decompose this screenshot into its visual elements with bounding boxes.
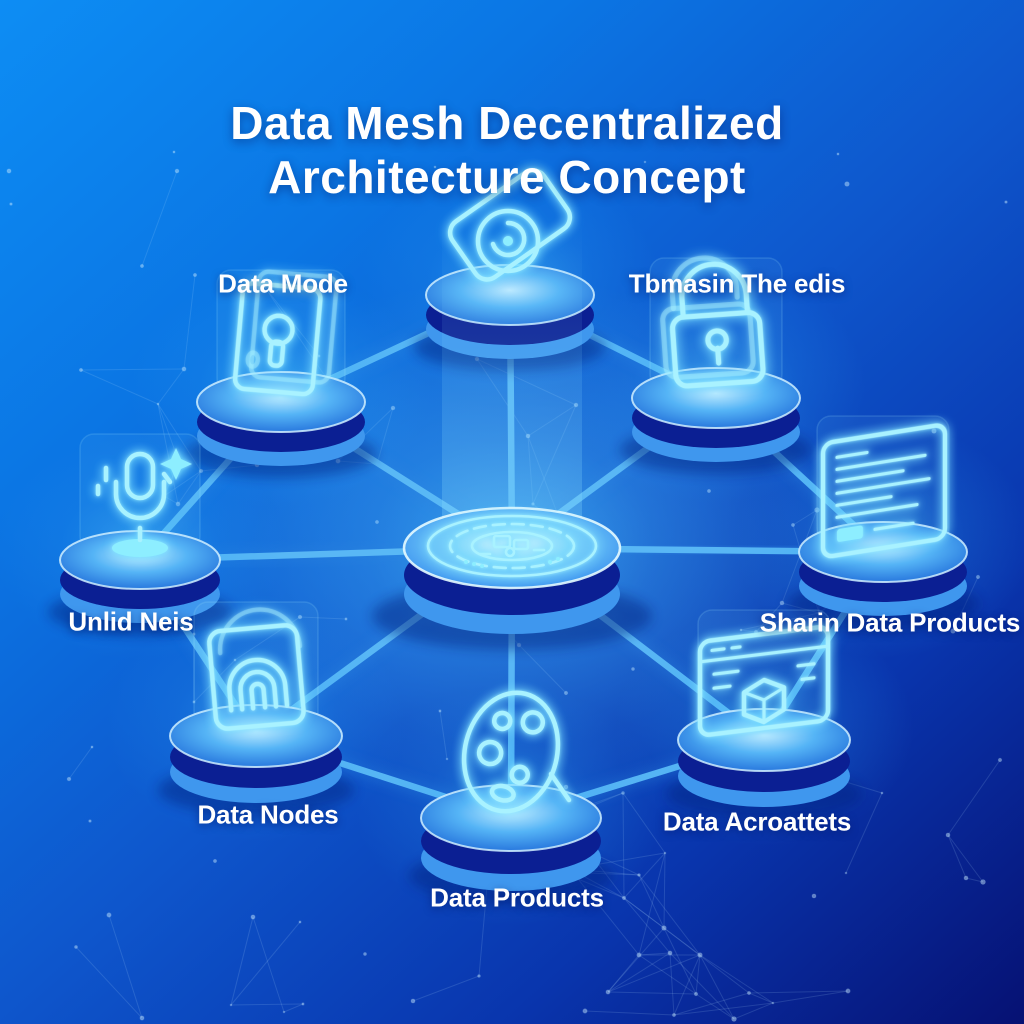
hub-node bbox=[372, 218, 652, 650]
label-data-nodes: Data Nodes bbox=[197, 799, 339, 830]
label-domains: Tbmasin The edis bbox=[628, 268, 846, 299]
node-right bbox=[733, 415, 1024, 658]
label-data-acroattets: Data Acroattets bbox=[662, 806, 852, 837]
label-data-products: Data Products bbox=[430, 882, 604, 913]
palette-icon bbox=[461, 690, 572, 814]
node-bottom-right bbox=[614, 609, 914, 846]
data-panel-icon bbox=[820, 423, 948, 559]
circuit-hub-icon bbox=[426, 514, 598, 578]
page-title-line2: Architecture Concept bbox=[268, 151, 746, 204]
label-data-mode: Data Mode bbox=[218, 268, 348, 299]
microphone-icon bbox=[95, 448, 192, 557]
node-top-right bbox=[566, 255, 866, 504]
page-title-line1: Data Mesh Decentralized bbox=[230, 97, 784, 149]
window-cube-icon bbox=[697, 625, 831, 737]
label-sharing-data-products: Sharin Data Products bbox=[759, 607, 1021, 638]
node-bottom-left bbox=[106, 601, 406, 842]
node-bottom-center bbox=[356, 686, 666, 926]
padlock-icon bbox=[660, 255, 766, 389]
label-unlid-neis: Unlid Neis bbox=[68, 606, 194, 637]
hub-light-beam bbox=[442, 218, 582, 538]
page-title: Data Mesh Decentralized Architecture Con… bbox=[230, 96, 783, 205]
fingerprint-icon bbox=[207, 607, 306, 731]
secure-document-icon bbox=[232, 269, 339, 397]
